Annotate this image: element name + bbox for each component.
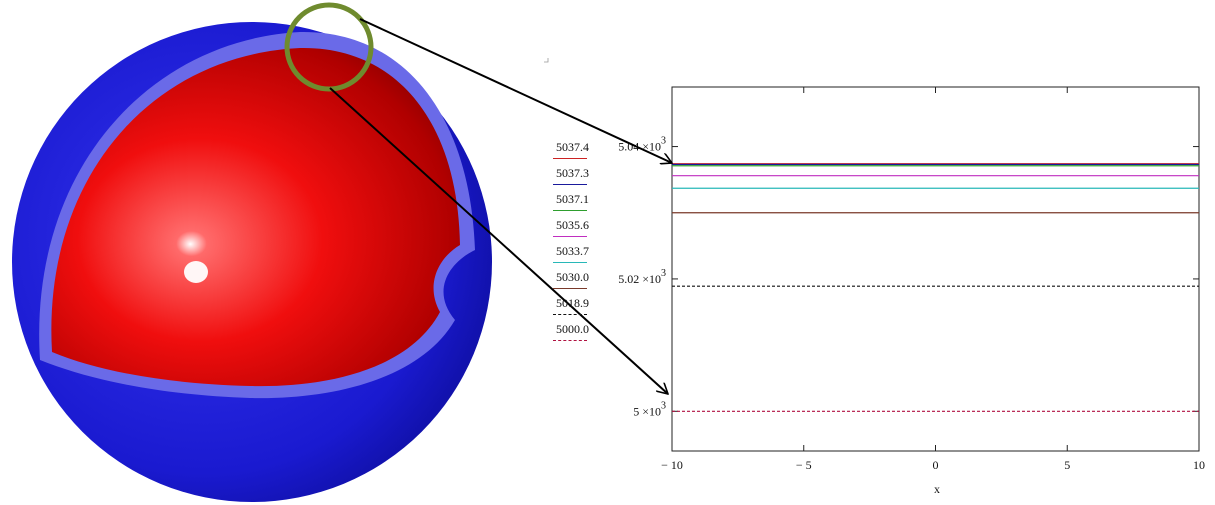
- legend-label: 5035.6: [556, 218, 589, 232]
- legend-item: 5037.4: [548, 140, 598, 166]
- stray-mark: [544, 58, 549, 63]
- x-axis-label: x: [934, 482, 940, 496]
- legend-label: 5037.3: [556, 166, 589, 180]
- y-tick-times: ×10: [642, 404, 661, 418]
- legend-label: 5018.9: [556, 296, 589, 310]
- x-tick-label: − 10: [661, 458, 683, 472]
- y-tick-label: 5.04 ×103: [618, 136, 666, 154]
- legend-swatch: [553, 184, 587, 185]
- x-tick-label: 5: [1064, 458, 1070, 472]
- legend-item: 5037.3: [548, 166, 598, 192]
- legend-item: 5033.7: [548, 244, 598, 270]
- x-tick-label: − 5: [796, 458, 812, 472]
- y-tick-label: 5 ×103: [633, 400, 666, 418]
- legend-swatch: [553, 314, 587, 315]
- legend-swatch: [553, 340, 587, 341]
- y-tick-mantissa: 5.04: [618, 140, 642, 154]
- legend-label: 5037.1: [556, 192, 589, 206]
- legend-swatch: [553, 210, 587, 211]
- y-tick-exponent: 3: [661, 136, 666, 147]
- x-tick-label: 10: [1193, 458, 1205, 472]
- y-tick-exponent: 3: [661, 268, 666, 279]
- y-tick-mantissa: 5: [633, 404, 642, 418]
- legend-item: 5018.9: [548, 296, 598, 322]
- highlight-circle: [284, 2, 374, 92]
- plot-frame: [671, 86, 1200, 452]
- y-tick-times: ×10: [642, 140, 661, 154]
- y-tick-mantissa: 5.02: [618, 272, 642, 286]
- y-tick-label: 5.02 ×103: [618, 268, 666, 286]
- legend-item: 5037.1: [548, 192, 598, 218]
- y-tick-times: ×10: [642, 272, 661, 286]
- inner-sphere: [51, 47, 461, 387]
- legend-item: 5000.0: [548, 322, 598, 348]
- cutaway-sphere-illustration: [12, 2, 492, 502]
- callout-arrow-bottom: [329, 87, 668, 394]
- x-tick-labels: − 10 − 5 0 5 10: [661, 458, 1205, 472]
- legend-item: 5035.6: [548, 218, 598, 244]
- series-lines: [672, 163, 1199, 412]
- axis-ticks: [671, 87, 1200, 451]
- callout-arrow-top: [359, 18, 672, 163]
- legend-swatch: [553, 236, 587, 237]
- legend-swatch: [553, 262, 587, 263]
- legend-item: 5030.0: [548, 270, 598, 296]
- sphere-highlight: [184, 261, 208, 283]
- legend-label: 5030.0: [556, 270, 589, 284]
- legend-swatch: [553, 288, 587, 289]
- legend: 5037.4 5037.3 5037.1 5035.6 5033.7 5030.0 5018…: [548, 140, 598, 348]
- legend-swatch: [553, 158, 587, 159]
- y-tick-exponent: 3: [661, 400, 666, 411]
- legend-label: 5033.7: [556, 244, 589, 258]
- legend-label: 5037.4: [556, 140, 589, 154]
- x-tick-label: 0: [933, 458, 939, 472]
- legend-label: 5000.0: [556, 322, 589, 336]
